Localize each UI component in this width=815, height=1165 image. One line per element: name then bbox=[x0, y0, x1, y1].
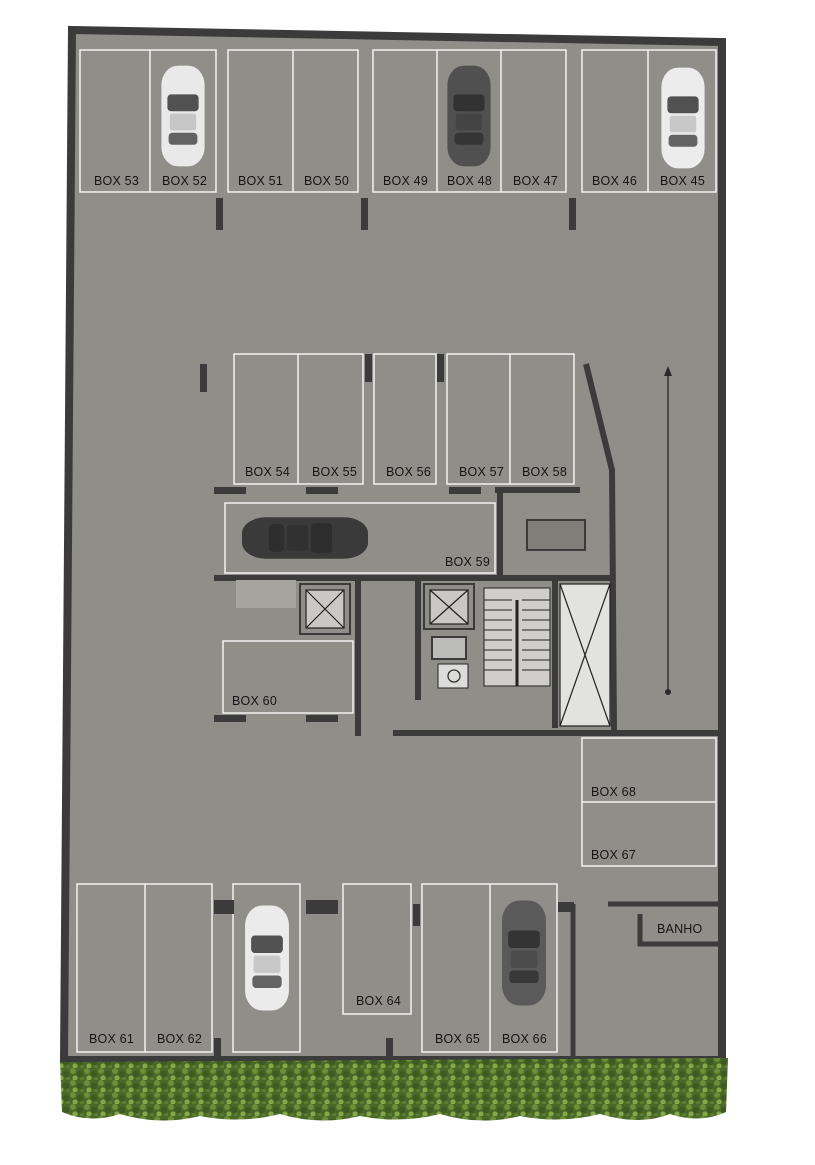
bottom-walls bbox=[570, 901, 720, 1056]
box-label: BOX 48 bbox=[447, 174, 492, 188]
box-label: BOX 54 bbox=[245, 465, 290, 479]
bottom-parking-row bbox=[76, 883, 558, 1053]
hedge-icon bbox=[60, 1058, 728, 1121]
pillars-middle bbox=[200, 354, 481, 722]
stairs-icon bbox=[483, 587, 551, 687]
box-label: BOX 57 bbox=[459, 465, 504, 479]
box-label: BOX 52 bbox=[162, 174, 207, 188]
right-parking bbox=[581, 737, 717, 867]
shaft bbox=[559, 583, 611, 727]
box-label: BOX 49 bbox=[383, 174, 428, 188]
box-label: BOX 45 bbox=[660, 174, 705, 188]
accessible-wc-icon bbox=[437, 663, 469, 689]
room-label-banho: BANHO bbox=[657, 922, 703, 936]
pillars-top bbox=[216, 198, 576, 230]
middle-parking-row bbox=[222, 353, 575, 714]
box-label: BOX 66 bbox=[502, 1032, 547, 1046]
box-label: BOX 61 bbox=[89, 1032, 134, 1046]
box-label: BOX 59 bbox=[445, 555, 490, 569]
elevator-icon bbox=[429, 589, 469, 625]
box-label: BOX 60 bbox=[232, 694, 277, 708]
box-label: BOX 51 bbox=[238, 174, 283, 188]
box-label: BOX 56 bbox=[386, 465, 431, 479]
top-parking-row bbox=[79, 49, 717, 193]
ramp-arrow-icon bbox=[664, 366, 672, 695]
pillars-bottom bbox=[214, 900, 574, 1056]
car-icon bbox=[447, 65, 491, 167]
box-label: BOX 47 bbox=[513, 174, 558, 188]
box-label: BOX 46 bbox=[592, 174, 637, 188]
box-label: BOX 62 bbox=[157, 1032, 202, 1046]
box-label: BOX 53 bbox=[94, 174, 139, 188]
box-label: BOX 68 bbox=[591, 785, 636, 799]
car-icon bbox=[245, 905, 289, 1011]
box-label: BOX 58 bbox=[522, 465, 567, 479]
core-detail bbox=[236, 519, 586, 660]
car-icon bbox=[502, 900, 546, 1006]
car-icon bbox=[161, 65, 205, 167]
box-label: BOX 55 bbox=[312, 465, 357, 479]
box-label: BOX 67 bbox=[591, 848, 636, 862]
car-icon bbox=[661, 67, 705, 169]
box-label: BOX 50 bbox=[304, 174, 349, 188]
car-icon bbox=[242, 517, 368, 559]
box-label: BOX 64 bbox=[356, 994, 401, 1008]
core-walls bbox=[214, 363, 720, 736]
box-label: BOX 65 bbox=[435, 1032, 480, 1046]
elevator-icon bbox=[305, 589, 345, 629]
